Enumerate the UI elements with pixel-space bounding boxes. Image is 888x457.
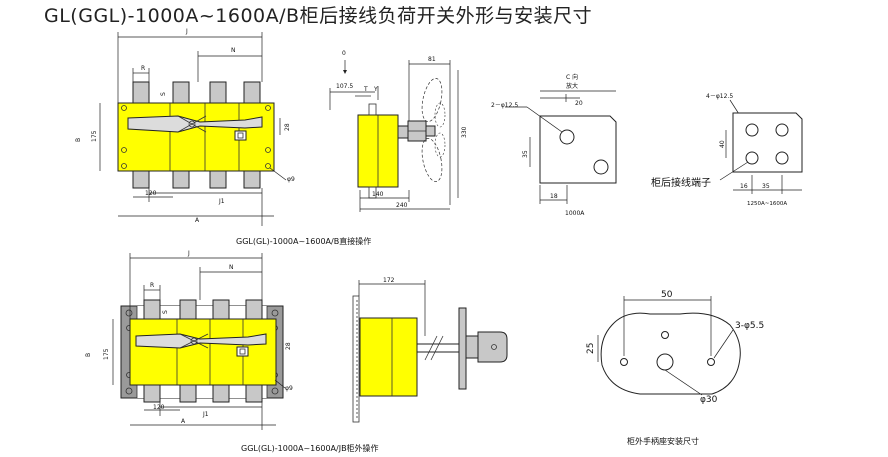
terminal-bottom-4 <box>243 169 261 189</box>
side-dim-240: 240 <box>396 202 408 209</box>
detail-c-18: 18 <box>550 193 558 200</box>
terminal-top-1 <box>132 81 150 105</box>
detail-4-terminal-label: 柜后接线端子 <box>651 176 711 189</box>
detail-c-35: 35 <box>522 150 529 158</box>
caption-handle-seat: 柜外手柄座安装尺寸 <box>627 436 699 446</box>
dim-N-bottom: N <box>229 264 234 271</box>
dim-J: J <box>185 28 188 35</box>
terminal-bottom-2 <box>172 169 190 189</box>
dim-S-bottom: S <box>162 310 169 314</box>
side-dim-Y: Y <box>373 86 378 93</box>
detail-c-current: 1000A <box>565 210 585 217</box>
detail-4-current: 1250A~1600A <box>747 201 787 207</box>
terminal-top-2 <box>172 81 190 105</box>
side-body-bottom <box>359 317 418 397</box>
terminal-top-4 <box>243 81 261 105</box>
center-hole <box>656 353 674 371</box>
handle-knob <box>477 331 508 363</box>
caption-direct-operation: GGL(GL)-1000A~1600A/B直接操作 <box>236 236 371 246</box>
top-side-view: 0 107.5 T Y 81 330 140 240 <box>329 50 468 212</box>
dim-B-bottom: B <box>85 353 92 357</box>
detail-4hole-1250a: 4－φ12.5 40 柜后接线端子 16 35 1250A~1600A <box>651 93 803 207</box>
detail-c-header: C 向 <box>566 73 578 81</box>
operating-handle-bottom <box>135 333 267 349</box>
side-dim-330: 330 <box>461 126 468 138</box>
dim-A: A <box>195 217 200 224</box>
seat-dim-50: 50 <box>661 290 673 300</box>
dim-175-bottom: 175 <box>103 348 110 360</box>
side-dim-0: 0 <box>342 50 346 57</box>
detail-4-35: 35 <box>762 183 770 190</box>
dim-120-bottom: 120 <box>153 404 165 411</box>
dim-J1: J1 <box>218 198 225 205</box>
dim-R: R <box>141 65 145 72</box>
seat-dim-holes: 3-φ5.5 <box>735 321 764 331</box>
seat-dim-25: 25 <box>586 343 596 354</box>
terminal-bottom-3 <box>209 169 227 189</box>
terminal-plate-4 <box>732 112 803 173</box>
dim-A-bottom: A <box>181 418 186 425</box>
dim-N: N <box>231 47 236 54</box>
terminal-hole-2 <box>593 159 609 175</box>
bottom-front-view: J N R S B 175 28 J1 120 A φ9 GGL(GL)-100… <box>85 250 379 453</box>
handle-seat-view: 50 25 3-φ5.5 φ30 柜外手柄座安装尺寸 <box>586 290 764 446</box>
dim-175: 175 <box>91 130 98 142</box>
dim-B: B <box>75 138 82 142</box>
caption-external-operation: GGL(GL)-1000A~1600A/JB柜外操作 <box>241 443 379 453</box>
detail-c-header2: 放大 <box>566 82 578 90</box>
detail-c-20: 20 <box>575 100 583 107</box>
detail-c-1000a: C 向 放大 20 2－φ12.5 35 18 1000A <box>491 73 617 217</box>
side-dim-81: 81 <box>428 56 436 63</box>
dim-28-bottom: 28 <box>285 342 292 350</box>
dim-R-bottom: R <box>150 282 154 289</box>
switch-body <box>117 102 275 172</box>
detail-4-40: 40 <box>719 140 726 148</box>
dim-J1-bottom: J1 <box>202 411 209 418</box>
page-title: GL(GGL)-1000A~1600A/B柜后接线负荷开关外形与安装尺寸 <box>44 5 593 27</box>
switch-body-bottom <box>129 318 277 386</box>
side-dim-107: 107.5 <box>336 83 353 90</box>
detail-c-hole-label: 2－φ12.5 <box>491 102 518 109</box>
handle-seat-outline <box>600 312 741 395</box>
dim-S: S <box>160 92 167 96</box>
top-front-view: J N R S B 175 28 J1 120 A φ9 GGL(GL)-100… <box>75 28 371 246</box>
terminal-top-3 <box>209 81 227 105</box>
side-dim-T: T <box>363 86 368 93</box>
terminal-hole-1 <box>559 129 575 145</box>
dim-phi9-bottom: φ9 <box>285 385 293 392</box>
side-dim-172: 172 <box>383 277 395 284</box>
side-dim-140: 140 <box>372 191 384 198</box>
dim-phi9: φ9 <box>287 176 295 183</box>
handle-plate <box>458 307 467 390</box>
terminal-bottom-1 <box>132 169 150 189</box>
dim-J-bottom: J <box>187 250 190 257</box>
seat-dim-phi30: φ30 <box>700 395 718 405</box>
detail-4-16: 16 <box>740 183 748 190</box>
bottom-side-view: 172 <box>352 277 508 423</box>
dim-28: 28 <box>284 123 291 131</box>
dim-120: 120 <box>145 190 157 197</box>
lock-box <box>234 130 247 141</box>
detail-4-hole-label: 4－φ12.5 <box>706 93 733 100</box>
